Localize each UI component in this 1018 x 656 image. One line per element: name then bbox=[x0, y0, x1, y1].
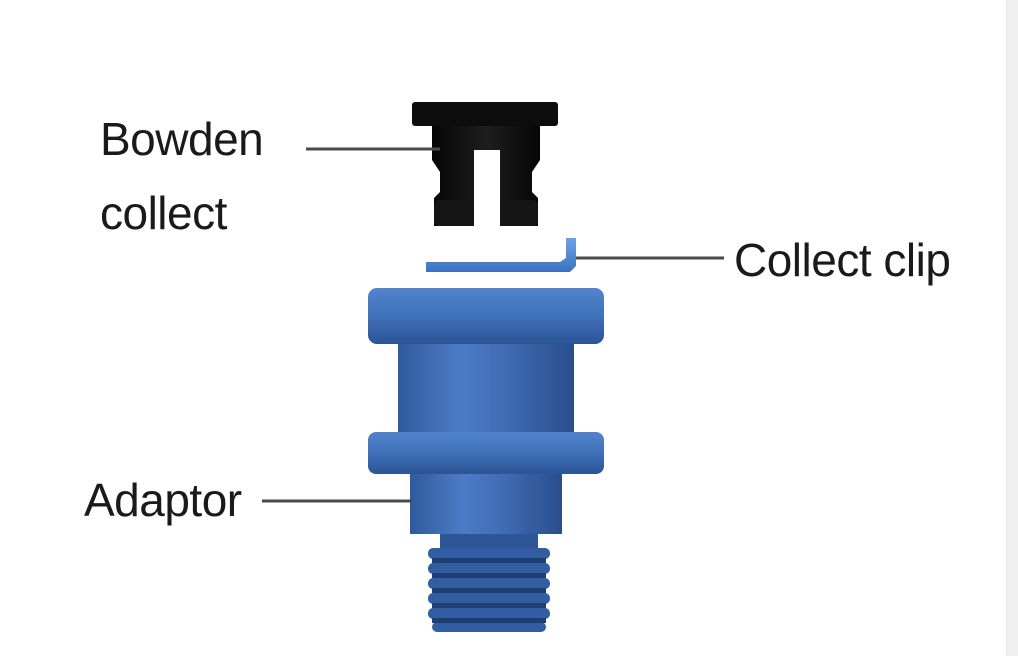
adaptor-part bbox=[368, 288, 604, 632]
bowden-collet-part bbox=[412, 102, 558, 226]
bowden-collect-label-line2: collect bbox=[100, 187, 227, 239]
bowden-collect-label-line1: Bowden bbox=[100, 113, 264, 165]
right-edge-strip bbox=[1006, 0, 1018, 656]
collect-clip-label: Collect clip bbox=[734, 234, 951, 286]
adaptor-label: Adaptor bbox=[84, 474, 242, 526]
collect-clip-part bbox=[426, 238, 576, 272]
